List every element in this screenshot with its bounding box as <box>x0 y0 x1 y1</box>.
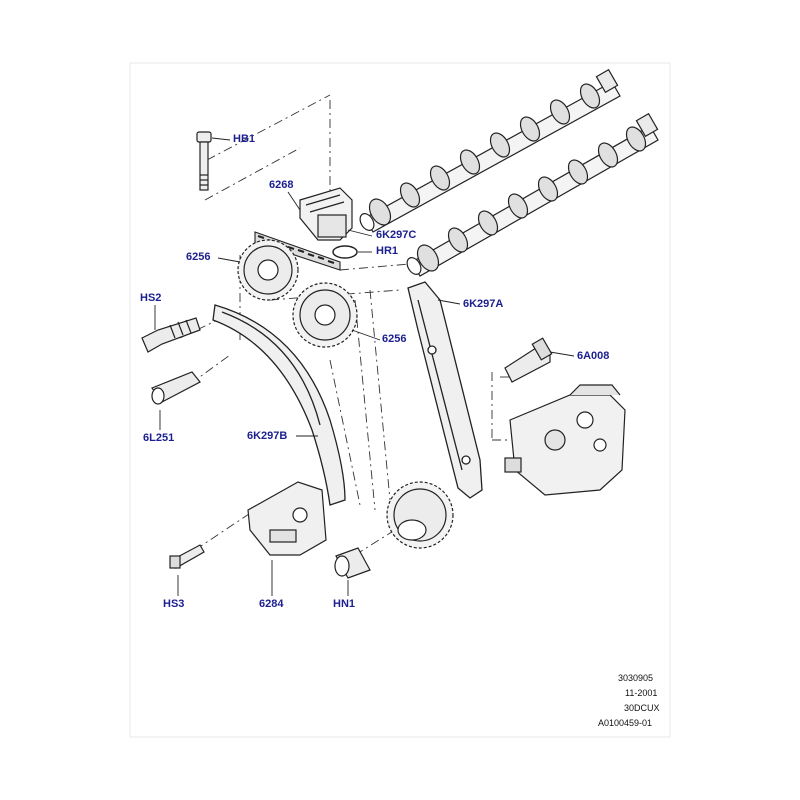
callout-hb1: HB1 <box>233 133 256 145</box>
footer-line-4: A0100459-01 <box>598 718 653 728</box>
callout-6l251: 6L251 <box>143 432 175 444</box>
callout-hr1: HR1 <box>376 245 399 257</box>
callout-hs2: HS2 <box>140 292 162 304</box>
footer-line-3: 30DCUX <box>624 703 660 713</box>
chain-guide-6k297a <box>407 281 483 499</box>
fuel-injection-pump <box>504 384 626 496</box>
sprocket-6256-lower <box>292 282 358 348</box>
pivot-pin-6l251 <box>151 371 201 405</box>
sensor-6a008 <box>504 337 553 383</box>
callout-6k297c: 6K297C <box>376 229 417 241</box>
callout-6268: 6268 <box>269 179 294 191</box>
callout-6256-right: 6256 <box>382 333 407 345</box>
camshaft-upper <box>359 68 621 233</box>
bolt-hb1 <box>196 131 212 191</box>
o-ring-hr1 <box>332 245 358 259</box>
crank-sprocket <box>386 481 454 549</box>
callout-6a008: 6A008 <box>577 350 610 362</box>
callout-6284: 6284 <box>259 598 284 610</box>
diagram-frame <box>129 62 671 738</box>
chain-tensioner-6284 <box>247 481 327 556</box>
chain-tensioner-6k297c <box>299 187 353 241</box>
callout-6256-left: 6256 <box>186 251 211 263</box>
footer-line-1: 3030905 <box>618 673 654 683</box>
chain-guide-6k297b <box>212 304 346 506</box>
nut-hn1 <box>334 547 371 579</box>
bolt-hs2 <box>141 317 201 353</box>
callout-hn1: HN1 <box>333 598 356 610</box>
bolt-hs3 <box>169 544 205 569</box>
sprocket-6256-upper <box>237 239 299 301</box>
callout-hs3: HS3 <box>163 598 185 610</box>
assembly-dashed-lines <box>174 94 512 556</box>
camshaft-lower <box>406 112 659 277</box>
footer-line-2: 11-2001 <box>625 688 658 698</box>
callout-6k297b: 6K297B <box>247 430 288 442</box>
callout-6k297a: 6K297A <box>463 298 504 310</box>
leader-lines <box>154 137 575 596</box>
